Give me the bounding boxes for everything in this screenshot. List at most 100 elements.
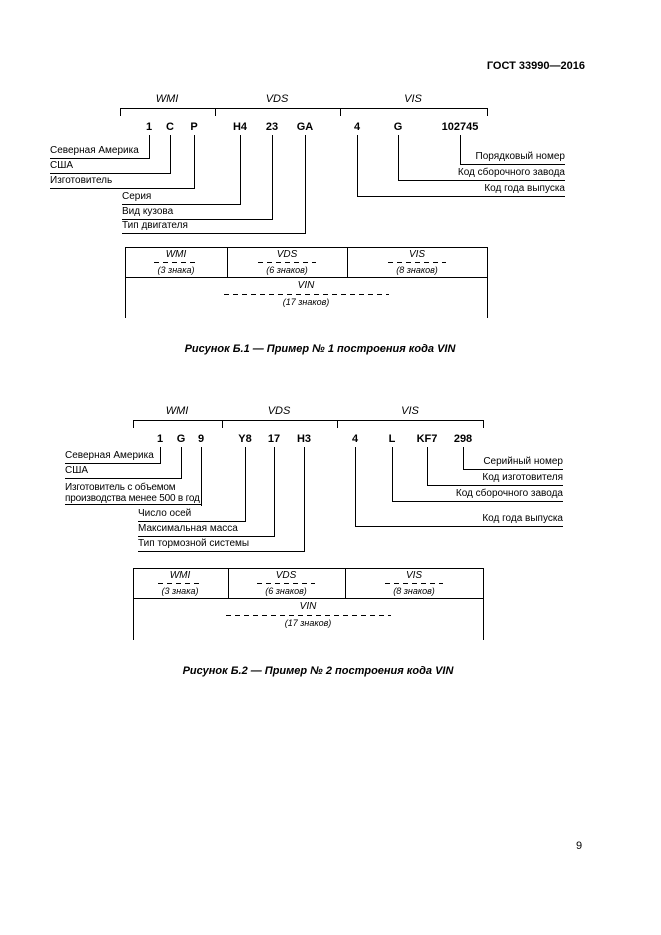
fig1-label-region: Северная Америка xyxy=(50,145,149,159)
fig1-code-char: 23 xyxy=(265,121,279,133)
fig1-vin-count: (17 знаков) xyxy=(282,297,330,307)
fig1-caption: Рисунок Б.1 — Пример № 1 построения кода… xyxy=(184,343,456,355)
fig1-cell-wmi-dashes xyxy=(154,262,198,263)
fig1-label-serial-number: Порядковый номер xyxy=(460,151,565,165)
fig2-code-char: H3 xyxy=(296,433,312,445)
fig1-label-body-type: Вид кузова xyxy=(122,206,272,220)
fig2-code-char: 298 xyxy=(453,433,473,445)
fig1-bracket-line xyxy=(120,108,487,109)
fig2-label-region: Северная Америка xyxy=(65,450,160,464)
fig1-leader-line xyxy=(194,135,195,189)
fig1-cell-vds-name: VDS xyxy=(276,249,298,260)
fig1-code-char: C xyxy=(166,121,174,133)
fig1-bracket-tick xyxy=(215,108,216,116)
fig1-bracket-tick xyxy=(120,108,121,116)
fig1-code-char: GA xyxy=(296,121,314,133)
fig2-label-serial-number: Серийный номер xyxy=(463,456,563,470)
fig1-leader-line xyxy=(170,135,171,174)
fig2-label-small-manufacturer: Изготовитель с объемом производства мене… xyxy=(65,482,200,504)
fig2-code-char: 17 xyxy=(267,433,281,445)
fig1-code-char: H4 xyxy=(232,121,248,133)
fig1-bracket-tick xyxy=(340,108,341,116)
fig1-leader-line xyxy=(272,135,273,220)
fig2-label-manufacturer-code: Код изготовителя xyxy=(427,472,563,486)
fig2-code-char: KF7 xyxy=(416,433,438,445)
fig2-leader-line xyxy=(392,447,393,502)
fig1-code-char: 4 xyxy=(353,121,361,133)
fig2-label-small-manufacturer-underline xyxy=(65,504,202,505)
fig2-bracket-tick xyxy=(222,420,223,428)
fig2-table-divider xyxy=(228,568,229,598)
fig1-cell-vis-count: (8 знаков) xyxy=(396,265,438,275)
fig1-label-plant-code: Код сборочного завода xyxy=(398,167,565,181)
fig1-leader-line xyxy=(357,135,358,197)
fig1-code-char: 1 xyxy=(145,121,153,133)
fig2-caption: Рисунок Б.2 — Пример № 2 построения кода… xyxy=(182,665,454,677)
fig2-leader-line xyxy=(181,447,182,479)
fig1-section-vis: VIS xyxy=(404,93,422,105)
fig1-bracket-tick xyxy=(487,108,488,116)
fig2-label-country: США xyxy=(65,465,181,479)
fig2-leader-line xyxy=(201,447,202,506)
fig2-cell-wmi-name: WMI xyxy=(169,570,191,581)
fig1-code-char: 102745 xyxy=(441,121,479,133)
fig2-cell-wmi-count: (3 знака) xyxy=(161,586,199,596)
fig1-section-vds: VDS xyxy=(265,93,289,105)
fig2-cell-vds-name: VDS xyxy=(275,570,297,581)
fig2-table-right-border xyxy=(483,568,484,640)
fig2-section-vds: VDS xyxy=(267,405,291,417)
fig2-section-vis: VIS xyxy=(401,405,419,417)
fig2-table-divider xyxy=(345,568,346,598)
fig1-leader-line xyxy=(240,135,241,205)
fig1-cell-wmi-name: WMI xyxy=(165,249,187,260)
fig2-cell-vds-count: (6 знаков) xyxy=(265,586,307,596)
fig2-code-char: 4 xyxy=(351,433,359,445)
fig1-cell-wmi-count: (3 знака) xyxy=(157,265,195,275)
fig2-vin-name: VIN xyxy=(299,601,317,612)
fig1-vin-name: VIN xyxy=(297,280,315,291)
fig1-cell-vis-dashes xyxy=(388,262,446,263)
fig1-label-series: Серия xyxy=(122,191,240,205)
fig1-table-left-border xyxy=(125,247,126,318)
fig2-cell-vis-dashes xyxy=(385,583,443,584)
fig2-label-max-mass: Максимальная масса xyxy=(138,523,274,537)
fig2-leader-line xyxy=(274,447,275,537)
fig2-table-left-border xyxy=(133,568,134,640)
fig1-table-top-border xyxy=(125,247,487,248)
fig2-cell-vis-name: VIS xyxy=(405,570,423,581)
fig1-vin-dashes xyxy=(224,294,389,295)
fig2-cell-wmi-dashes xyxy=(158,583,202,584)
fig1-table-right-border xyxy=(487,247,488,318)
fig2-bracket-line xyxy=(133,420,483,421)
fig2-bracket-tick xyxy=(483,420,484,428)
fig2-cell-vis-count: (8 знаков) xyxy=(393,586,435,596)
fig2-leader-line xyxy=(463,447,464,470)
fig1-label-country: США xyxy=(50,160,170,174)
fig2-code-char: G xyxy=(176,433,186,445)
fig1-leader-line xyxy=(460,135,461,165)
fig2-leader-line xyxy=(245,447,246,522)
fig1-leader-line xyxy=(305,135,306,234)
fig1-code-char: P xyxy=(190,121,198,133)
fig2-table-mid-border xyxy=(133,598,483,599)
fig2-cell-vds-dashes xyxy=(257,583,315,584)
fig1-leader-line xyxy=(149,135,150,159)
fig2-label-brake-type: Тип тормозной системы xyxy=(138,538,304,552)
fig2-leader-line xyxy=(304,447,305,552)
fig1-table-divider xyxy=(227,247,228,277)
fig1-section-wmi: WMI xyxy=(155,93,179,105)
fig2-table-top-border xyxy=(133,568,483,569)
fig2-code-char: 9 xyxy=(197,433,205,445)
standard-number: ГОСТ 33990—2016 xyxy=(486,60,585,72)
fig2-label-year-code: Код года выпуска xyxy=(355,513,563,527)
fig2-bracket-tick xyxy=(337,420,338,428)
fig2-code-char: Y8 xyxy=(238,433,252,445)
fig2-label-plant-code: Код сборочного завода xyxy=(392,488,563,502)
fig2-section-wmi: WMI xyxy=(165,405,189,417)
fig1-label-year-code: Код года выпуска xyxy=(357,183,565,197)
fig2-leader-line xyxy=(427,447,428,486)
page-number: 9 xyxy=(576,840,583,852)
fig1-label-engine-type: Тип двигателя xyxy=(122,220,305,234)
fig2-leader-line xyxy=(160,447,161,464)
